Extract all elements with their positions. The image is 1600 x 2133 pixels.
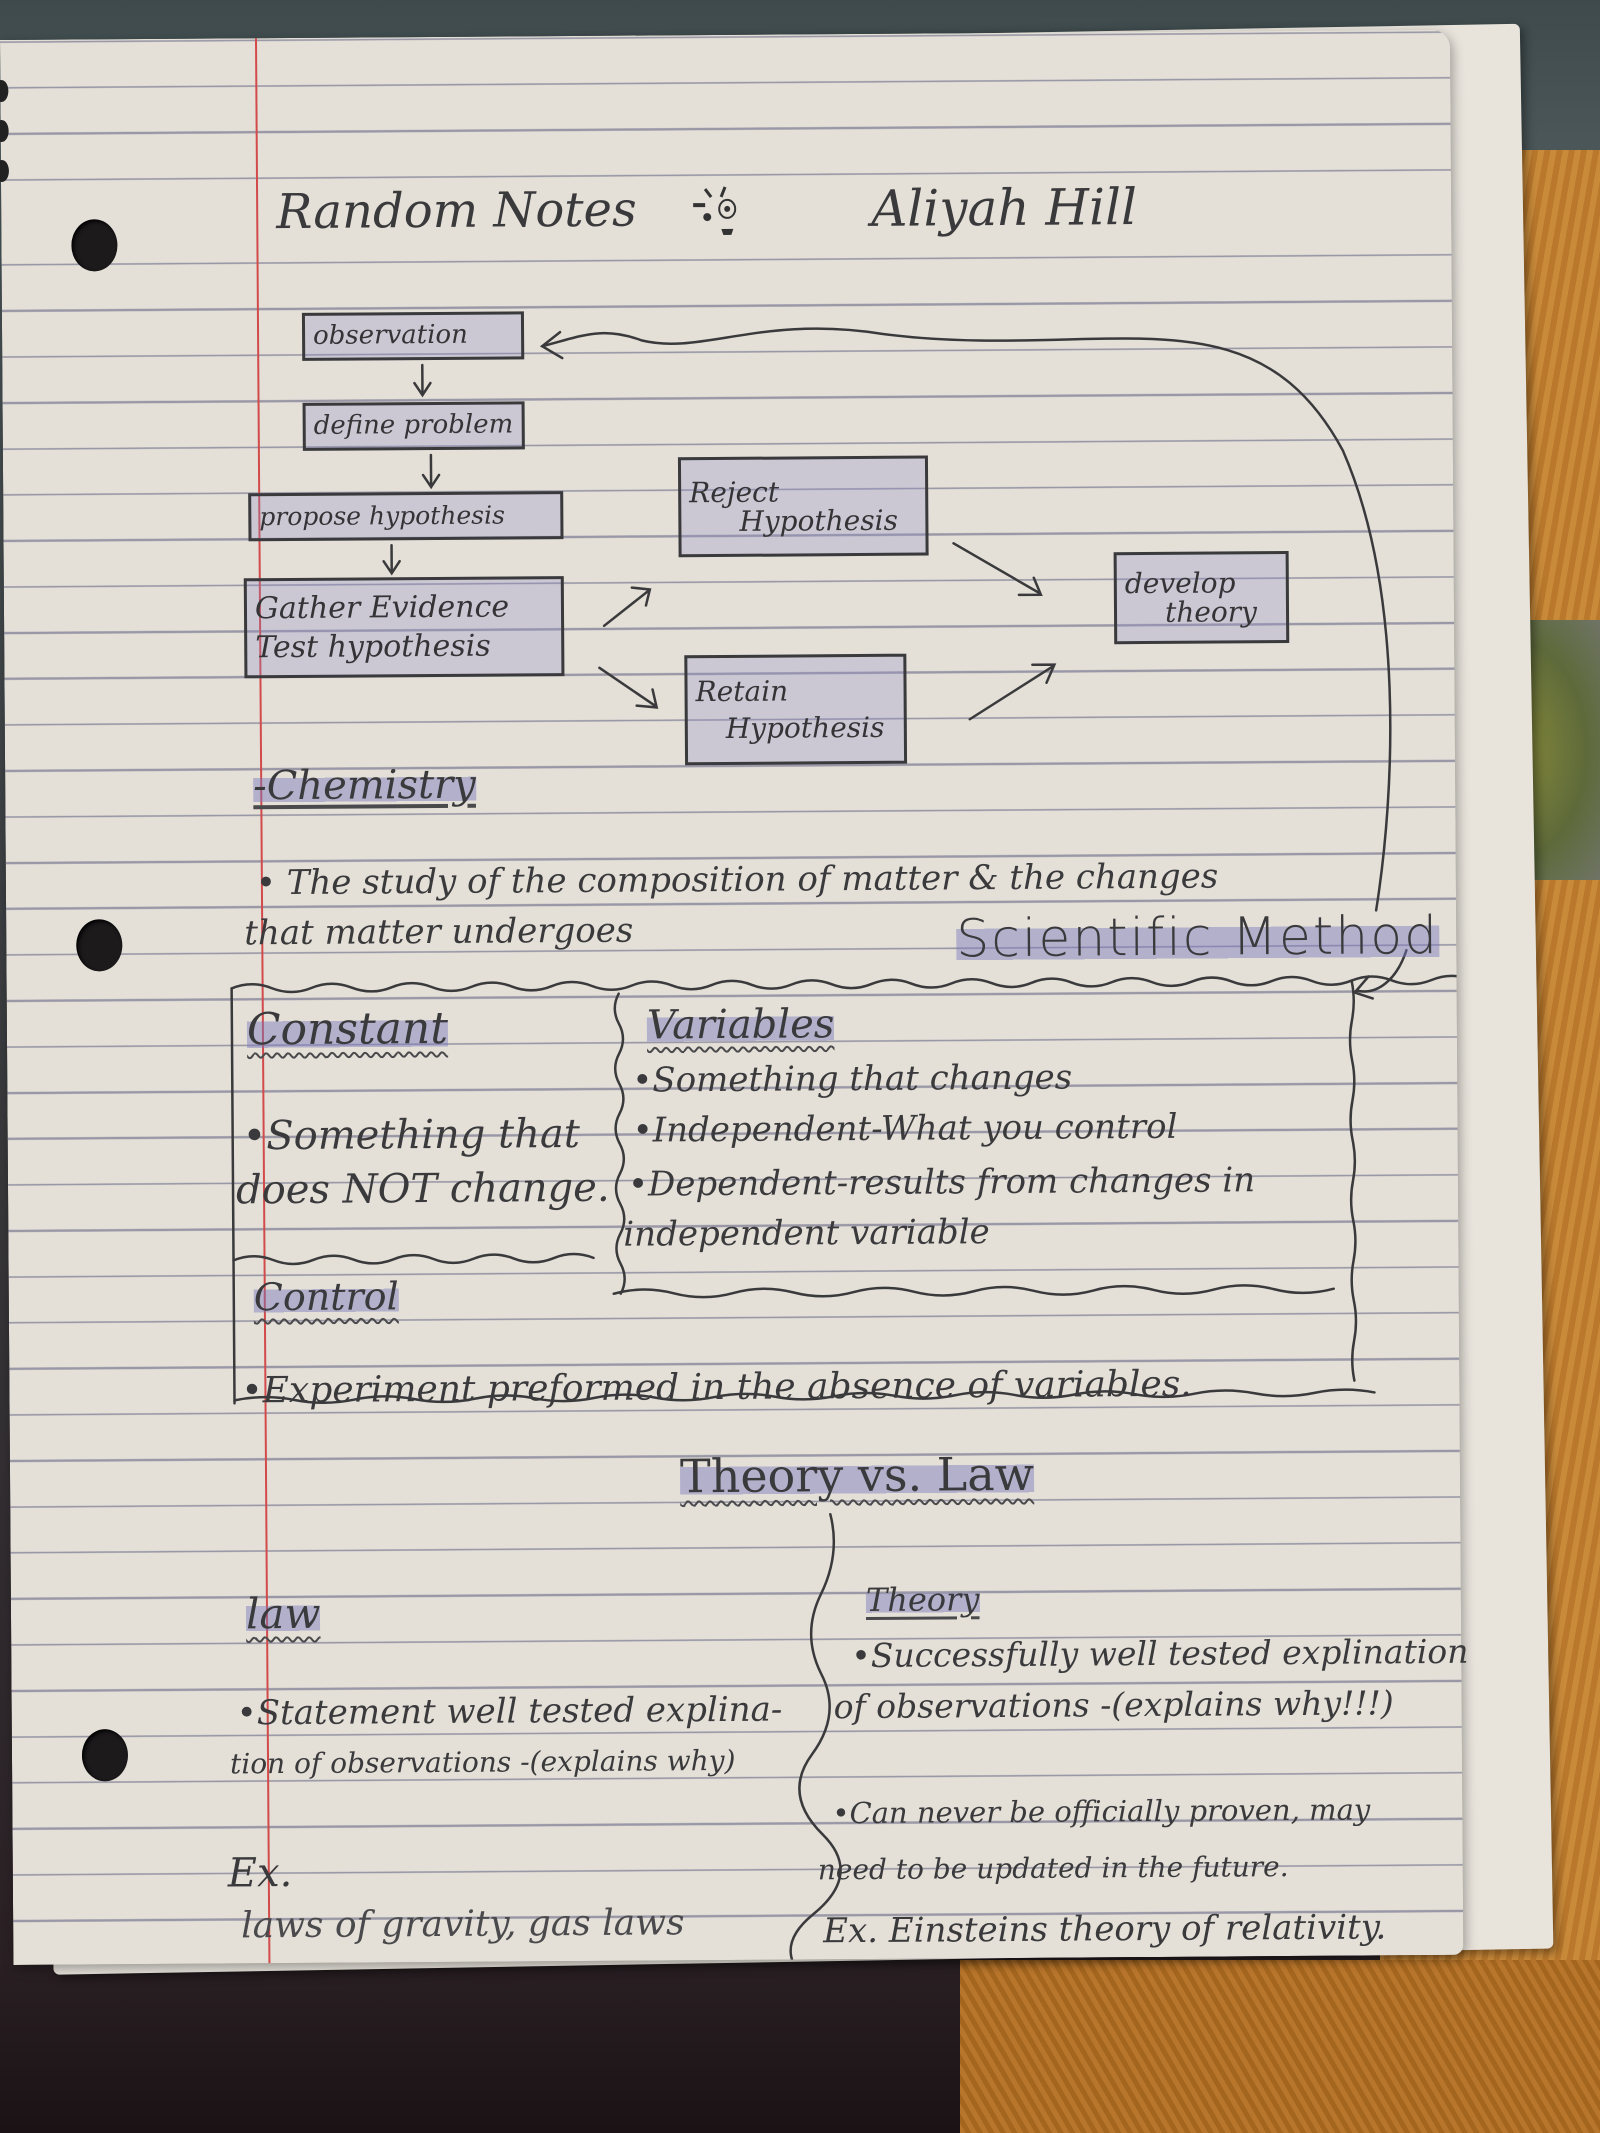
background-fabric-bottom	[960, 1960, 1600, 2133]
constant-heading: Constant	[246, 1002, 449, 1056]
law-heading: law	[245, 1588, 321, 1639]
theory-definition-line1: •Successfully well tested explination	[851, 1631, 1469, 1676]
divider-brace	[779, 1512, 853, 1965]
notebook-page: Random Notes Aliyah Hill observation def…	[0, 29, 1469, 1965]
arrow-down-right-icon	[598, 666, 659, 709]
chemistry-definition-line2: that matter undergoes	[244, 910, 634, 954]
theory-heading: Theory	[865, 1580, 980, 1619]
variables-item: independent variable	[623, 1212, 990, 1255]
constant-definition-line1: •Something that	[242, 1110, 580, 1160]
theory-definition-line4: need to be updated in the future.	[817, 1850, 1289, 1887]
arrow-down-icon	[421, 453, 441, 490]
lightbulb-face-doodle-icon	[691, 183, 751, 243]
constant-definition-line2: does NOT change.	[235, 1164, 610, 1214]
variables-item: •Independent-What you control	[632, 1106, 1178, 1151]
chemistry-heading: -Chemistry	[253, 761, 476, 810]
scientific-method-label: Scientific Method	[956, 905, 1440, 970]
theory-example: Ex. Einsteins theory of relativity.	[823, 1907, 1387, 1952]
theory-definition-line3: •Can never be officially proven, may	[832, 1792, 1371, 1831]
law-definition-line1: •Statement well tested explina-	[236, 1689, 783, 1734]
arrow-down-icon	[413, 363, 432, 398]
control-heading: Control	[253, 1274, 399, 1320]
law-example-label: Ex.	[227, 1850, 293, 1897]
control-definition: •Experiment preformed in the absence of …	[241, 1363, 1192, 1412]
drawn-lines-layer	[230, 327, 1464, 1965]
arrow-up-right-icon	[602, 586, 652, 628]
arrow-down-right-icon	[952, 542, 1043, 597]
variables-item: •Something that changes	[632, 1057, 1073, 1101]
theory-definition-line2: of observations -(explains why!!!)	[833, 1683, 1394, 1727]
law-example: laws of gravity, gas laws	[241, 1902, 685, 1947]
loop-arrow	[540, 327, 1392, 912]
arrow-down-icon	[382, 544, 401, 576]
chemistry-definition-line1: • The study of the composition of matter…	[255, 856, 1219, 904]
law-definition-line2: tion of observations -(explains why)	[229, 1743, 736, 1781]
variables-item: •Dependent-results from changes in	[627, 1160, 1256, 1205]
variables-heading: Variables	[646, 1001, 835, 1049]
arrow-up-right-icon	[968, 663, 1057, 721]
theory-vs-law-heading: Theory vs. Law	[679, 1446, 1035, 1504]
